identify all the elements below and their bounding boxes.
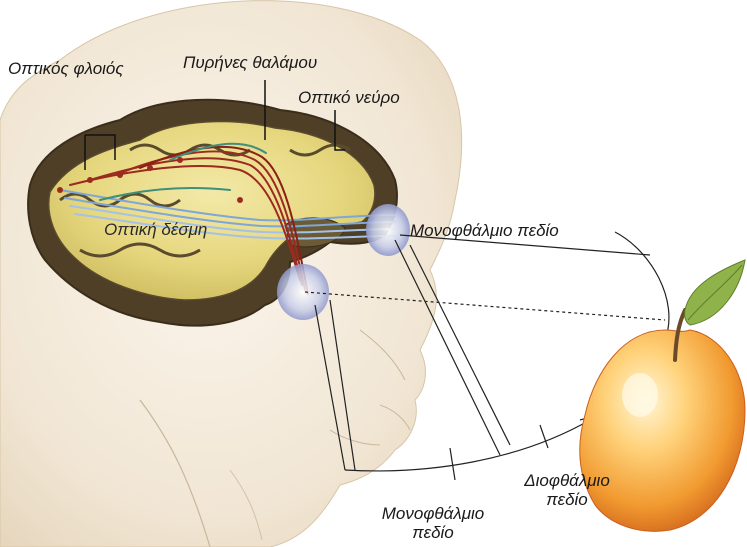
binocular-field-label-line1: Διοφθάλμιο: [512, 472, 622, 491]
monocular-field-lower-label-line1: Μονοφθάλμιο: [368, 505, 498, 524]
optic-cortex-label: Οπτικός φλοιός: [8, 60, 124, 79]
binocular-field-label: Διοφθάλμιο πεδίο: [512, 472, 622, 509]
monocular-field-lower-label: Μονοφθάλμιο πεδίο: [368, 505, 498, 542]
optic-tract-label: Οπτική δέσμη: [104, 221, 207, 240]
monocular-field-upper-label: Μονοφθάλμιο πεδίο: [410, 222, 559, 241]
binocular-field-label-line2: πεδίο: [512, 491, 622, 510]
optic-nerve-label: Οπτικό νεύρο: [298, 89, 400, 108]
monocular-field-lower-label-line2: πεδίο: [368, 524, 498, 543]
thalamic-nuclei-label: Πυρήνες θαλάμου: [183, 54, 317, 73]
